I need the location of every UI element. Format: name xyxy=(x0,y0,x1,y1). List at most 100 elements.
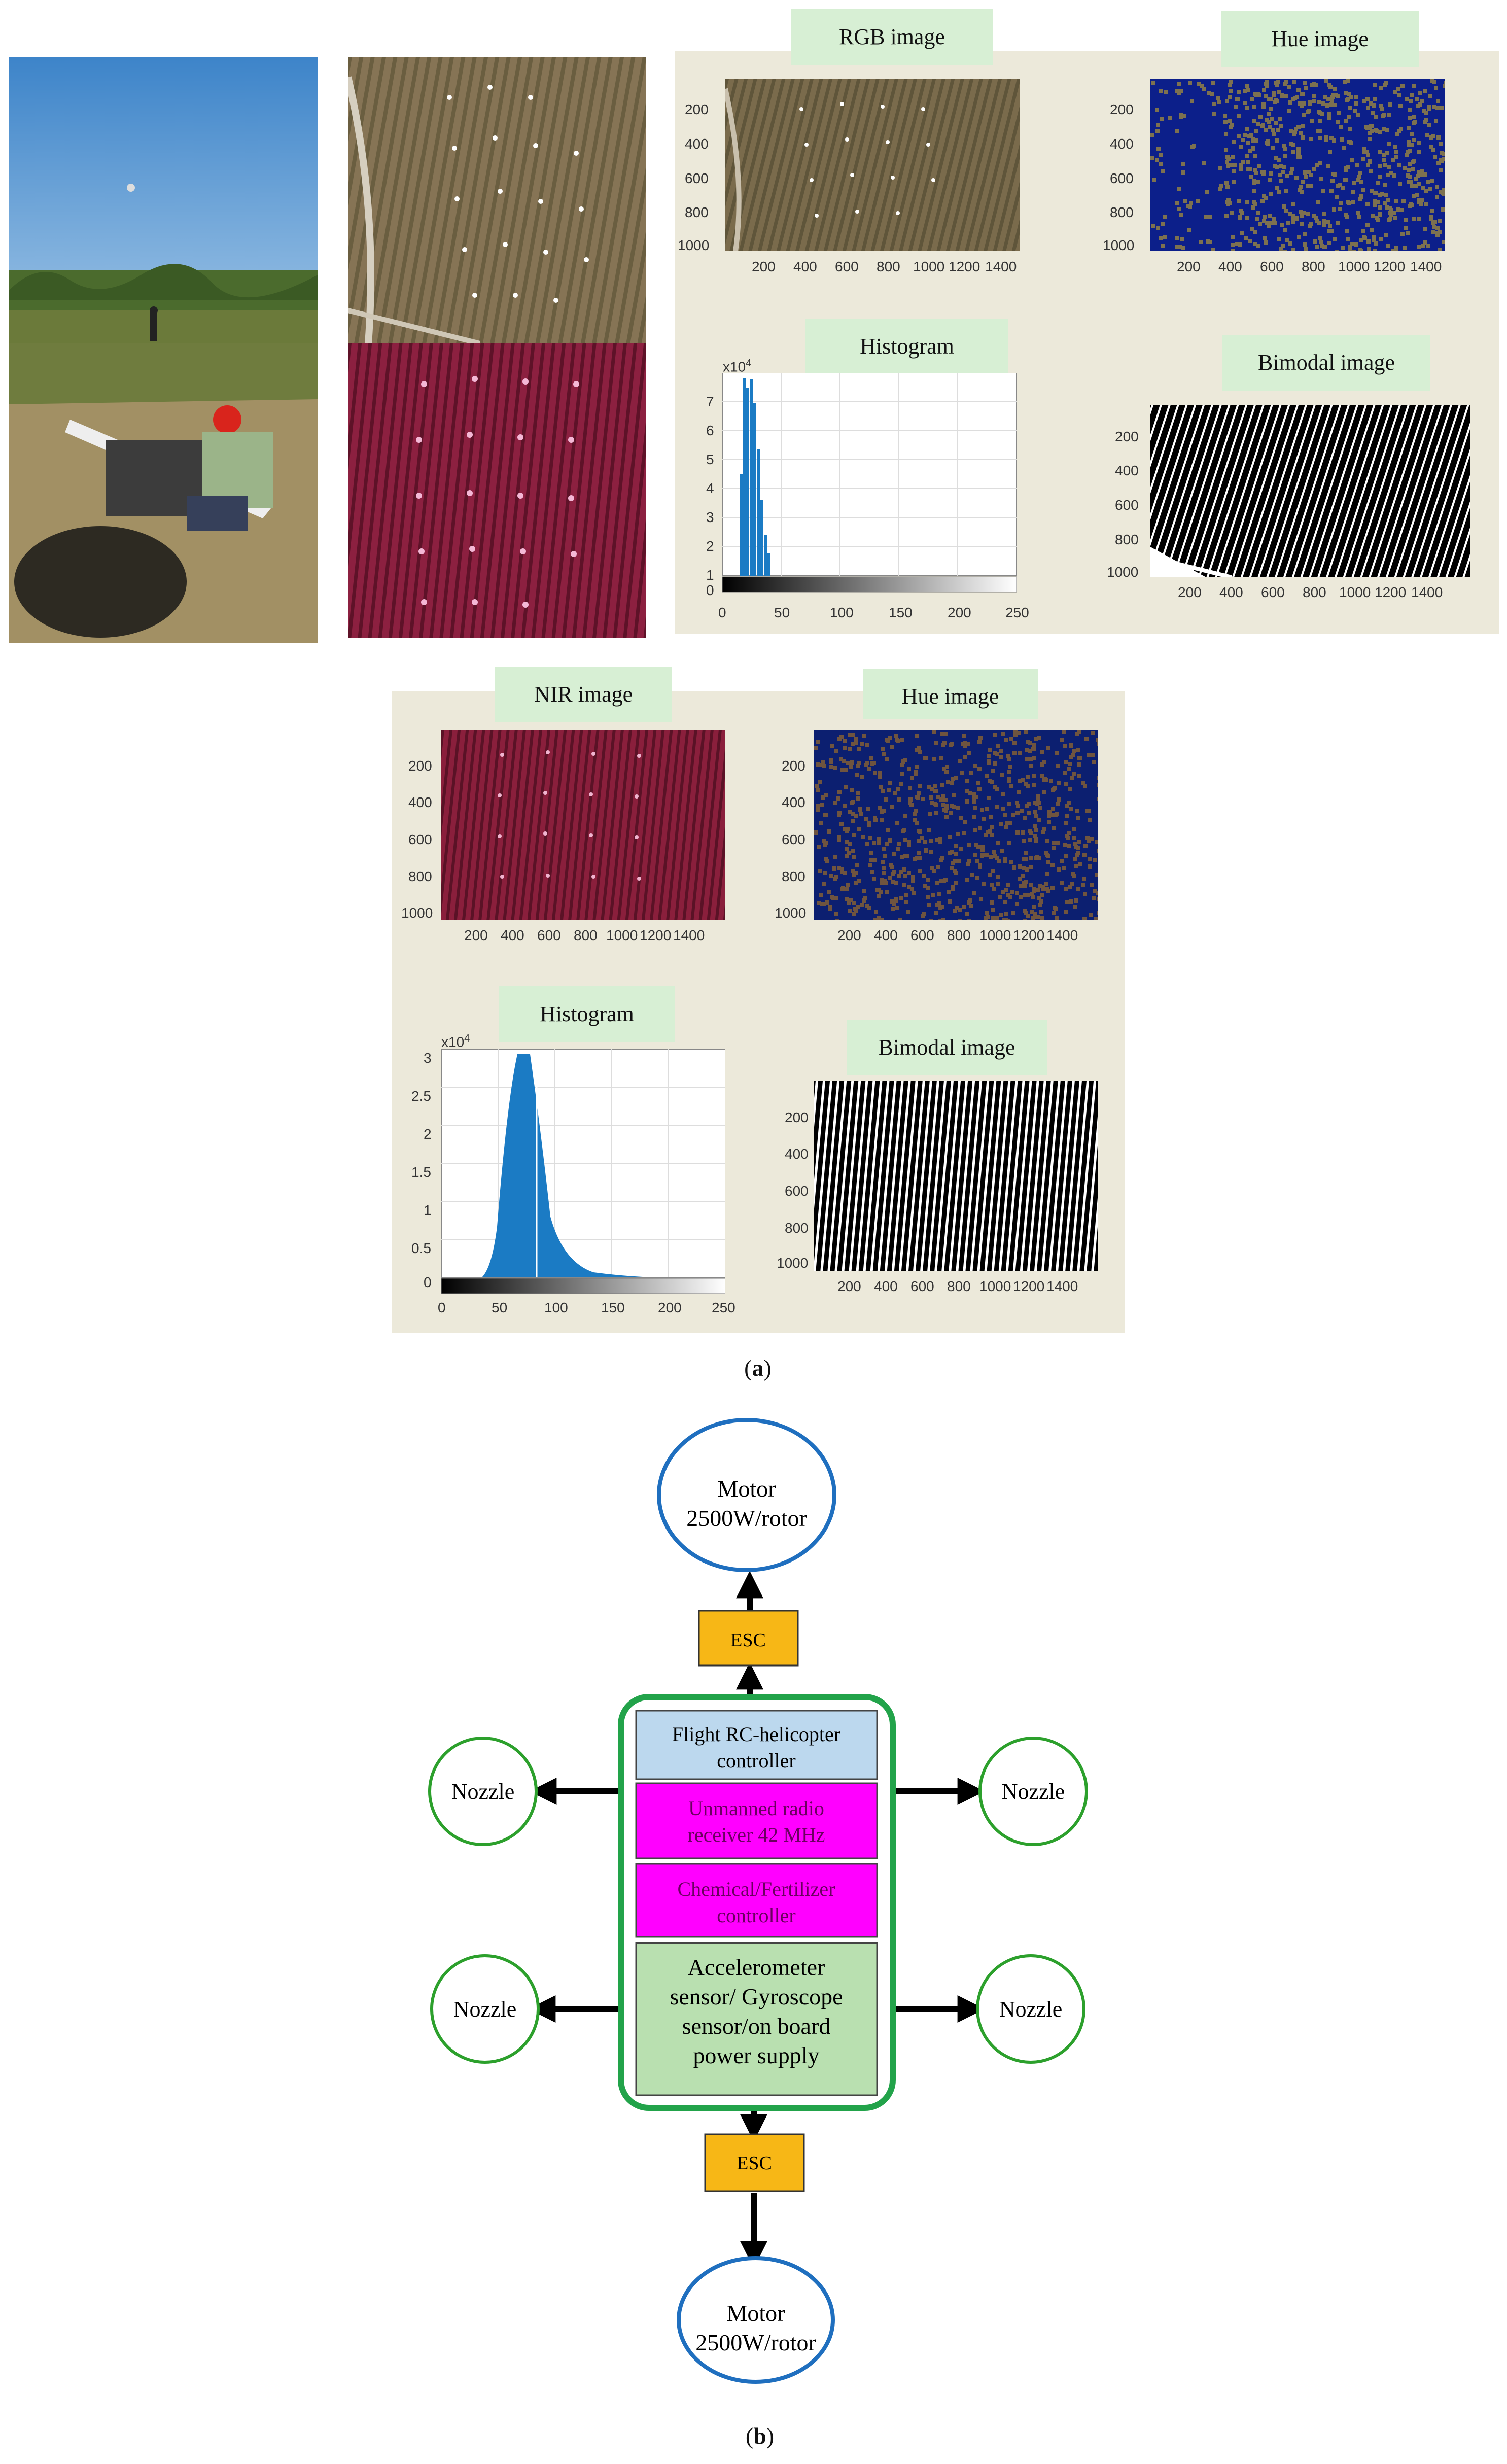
esc-top-label: ESC xyxy=(730,1629,766,1651)
nir-x-tick: 400 xyxy=(501,927,524,943)
bimodal-y-tick: 600 xyxy=(1115,497,1139,513)
aerial-nir-photo xyxy=(348,343,646,638)
nozzle-top-right: Nozzle xyxy=(978,1737,1088,1846)
motor-bottom-label: Motor xyxy=(727,2300,785,2326)
nir-x-tick: 600 xyxy=(537,927,561,943)
nir-hue-x-tick: 1400 xyxy=(1046,927,1078,943)
nir-bimodal-image-plot xyxy=(814,1081,1098,1271)
nir-y-tick: 600 xyxy=(408,831,432,847)
motor-top-power: 2500W/rotor xyxy=(686,1505,807,1531)
module-radio-line2: receiver 42 MHz xyxy=(688,1823,825,1846)
rgb-x-tick: 600 xyxy=(835,259,859,274)
nir-hue-x-tick: 800 xyxy=(947,927,971,943)
nir-hist-y-tick: 0 xyxy=(424,1274,432,1290)
rgb-x-tick: 200 xyxy=(752,259,776,274)
nir-hist-y-tick: 1.5 xyxy=(411,1164,431,1180)
nir-hue-x-tick: 400 xyxy=(874,927,898,943)
hist-x-tick: 250 xyxy=(1005,605,1029,620)
nir-hue-y-tick: 400 xyxy=(782,794,805,810)
hist-y-tick: 2 xyxy=(706,538,714,554)
histogram-title: Histogram xyxy=(805,319,1008,374)
hue-x-tick: 1400 xyxy=(1410,259,1442,274)
module-flight-line1: Flight RC-helicopter xyxy=(672,1723,840,1746)
hue-x-tick: 600 xyxy=(1260,259,1284,274)
rgb-analysis-panel: RGB image Hue image Histogram Bimodal im… xyxy=(675,9,1499,634)
nir-x-tick: 1200 xyxy=(640,927,672,943)
histogram-title: Histogram xyxy=(499,986,675,1042)
hist-y-tick: 4 xyxy=(706,480,714,496)
uav-field-photo xyxy=(9,57,318,343)
hist-x-tick: 100 xyxy=(830,605,854,620)
rgb-image-title: RGB image xyxy=(791,9,993,65)
nir-hist-exponent: x104 xyxy=(441,1033,470,1050)
nir-bimodal-x-tick: 200 xyxy=(837,1278,861,1294)
bimodal-y-tick: 400 xyxy=(1115,463,1139,478)
module-sensor-line3: sensor/on board xyxy=(682,2013,831,2039)
nir-bimodal-x-tick: 600 xyxy=(910,1278,934,1294)
module-radio-line1: Unmanned radio xyxy=(688,1797,824,1820)
nir-hue-image-plot xyxy=(814,730,1098,920)
caption-b: (b) xyxy=(745,2423,775,2449)
module-radio-receiver: Unmanned radio receiver 42 MHz xyxy=(635,1782,878,1859)
hue-y-tick: 1000 xyxy=(1103,237,1135,253)
nozzle-label: Nozzle xyxy=(999,1997,1063,2022)
nir-x-tick: 1400 xyxy=(673,927,705,943)
nir-bimodal-y-tick: 600 xyxy=(785,1183,809,1199)
nir-hist-y-tick: 2 xyxy=(424,1126,432,1142)
hue-y-tick: 200 xyxy=(1110,101,1134,117)
nir-histogram-plot xyxy=(441,1049,725,1294)
bimodal-image-title: Bimodal image xyxy=(847,1020,1047,1075)
sprayer-block-diagram: Motor 2500W/rotor ESC Flight RC-helicopt… xyxy=(428,1418,1088,2384)
nir-hue-y-tick: 800 xyxy=(782,869,805,884)
hist-x-tick: 200 xyxy=(948,605,971,620)
nir-bimodal-x-tick: 1200 xyxy=(1013,1278,1045,1294)
hue-image-title: Hue image xyxy=(863,669,1038,719)
hist-y-tick: 0 xyxy=(706,582,714,598)
nir-bimodal-y-tick: 200 xyxy=(785,1109,809,1125)
module-sensors-power: Accelerometer sensor/ Gyroscope sensor/o… xyxy=(635,1942,878,2096)
nir-hue-y-tick: 1000 xyxy=(775,905,807,921)
motor-top-label: Motor xyxy=(718,1476,776,1502)
bimodal-x-tick: 1000 xyxy=(1339,584,1371,600)
nir-bimodal-y-tick: 800 xyxy=(785,1220,809,1236)
hue-x-tick: 1000 xyxy=(1338,259,1370,274)
rgb-y-tick: 200 xyxy=(685,101,709,117)
nir-hist-x-tick: 50 xyxy=(492,1300,508,1315)
nir-hist-x-tick: 0 xyxy=(438,1300,446,1315)
helicopter-ground-photo xyxy=(9,343,318,643)
rgb-x-tick: 400 xyxy=(793,259,817,274)
hist-x-tick: 0 xyxy=(718,605,726,620)
nir-analysis-panel: NIR image Hue image Histogram Bimodal im… xyxy=(392,667,1125,1333)
hist-y-tick: 3 xyxy=(706,509,714,525)
bimodal-x-tick: 600 xyxy=(1261,584,1285,600)
nir-hue-x-tick: 1000 xyxy=(979,927,1011,943)
module-flight-line2: controller xyxy=(717,1749,796,1772)
module-sensor-line4: power supply xyxy=(693,2042,819,2068)
nir-hue-x-tick: 600 xyxy=(910,927,934,943)
hue-image-plot xyxy=(1150,79,1445,251)
module-sensor-line1: Accelerometer xyxy=(688,1954,825,1980)
nozzle-label: Nozzle xyxy=(451,1779,515,1804)
nir-x-tick: 800 xyxy=(574,927,598,943)
nir-hist-x-tick: 200 xyxy=(658,1300,682,1315)
nir-y-tick: 800 xyxy=(408,869,432,884)
rgb-y-tick: 400 xyxy=(685,136,709,152)
caption-a: (a) xyxy=(744,1355,772,1381)
nir-y-tick: 400 xyxy=(408,794,432,810)
nir-image-title: NIR image xyxy=(495,667,672,722)
hue-y-tick: 800 xyxy=(1110,204,1134,220)
bimodal-x-tick: 1400 xyxy=(1411,584,1443,600)
module-chemical-line1: Chemical/Fertilizer xyxy=(678,1878,835,1900)
bimodal-y-tick: 1000 xyxy=(1107,564,1139,580)
rgb-x-tick: 1400 xyxy=(985,259,1017,274)
nir-hist-x-tick: 250 xyxy=(712,1300,735,1315)
nir-hue-x-tick: 200 xyxy=(837,927,861,943)
nir-bimodal-x-tick: 1000 xyxy=(979,1278,1011,1294)
nir-hist-y-tick: 3 xyxy=(424,1050,432,1066)
nir-bimodal-y-tick: 400 xyxy=(785,1146,809,1162)
rgb-y-tick: 1000 xyxy=(678,237,710,253)
nozzle-bottom-left: Nozzle xyxy=(430,1954,540,2064)
nozzle-bottom-right: Nozzle xyxy=(976,1954,1085,2064)
bimodal-x-tick: 400 xyxy=(1219,584,1243,600)
module-sensor-line2: sensor/ Gyroscope xyxy=(670,1984,843,2009)
